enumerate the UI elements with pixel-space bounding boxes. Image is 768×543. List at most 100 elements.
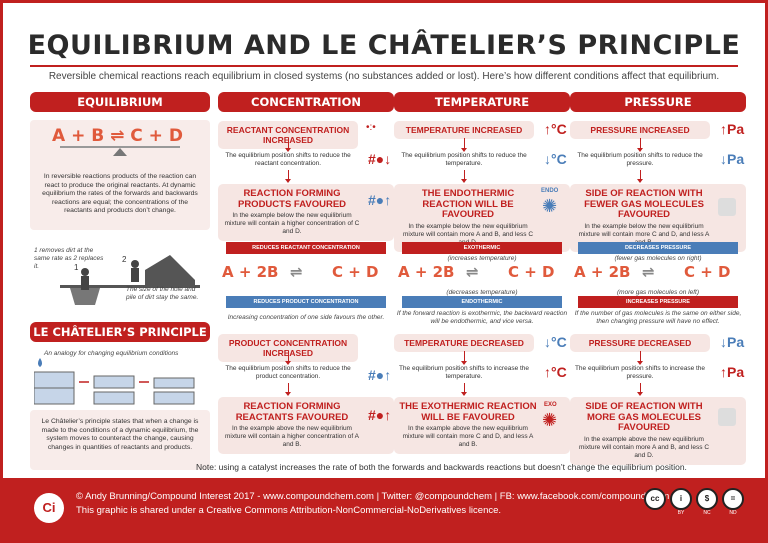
temperature-column: TEMPERATURE TEMPERATURE INCREASED The eq… [394,92,570,454]
concentration-column: CONCENTRATION REACTANT CONCENTRATION INC… [218,92,394,454]
endo-label: ENDO [541,188,559,194]
down-arrow-icon [461,170,467,183]
exothermic-sun-icon: ✺ [542,410,558,430]
products-favoured-description: In the example below the new equilibrium… [224,212,360,235]
pressure-decreased-label: PRESSURE DECREASED [570,334,710,352]
concentration-note: Increasing concentration of one side fav… [227,314,385,321]
pressure-down-icon: ↓Pa [720,151,745,167]
equilibrium-arrows-icon: ⇌ [290,263,303,281]
equilibrium-equation: A + B ⇌ C + D [52,126,183,146]
cc-by-label: BY [677,510,685,516]
tanks-analogy-illustration [34,358,195,405]
balance-icon [113,148,127,156]
down-arrow-icon [461,383,467,396]
down-arrow-icon [637,383,643,396]
equilibrium-header: EQUILIBRIUM [30,92,210,112]
cc-nc-label: NC [703,510,711,516]
pressure-up-icon: ↑Pa [720,364,745,380]
pressure-column: PRESSURE PRESSURE INCREASED The equilibr… [570,92,746,465]
pressure-down-icon: ↓Pa [720,334,745,350]
temperature-unit: °C [551,334,567,350]
concentration-down-icon: #●↑ [368,367,392,383]
more-molecules-favoured-panel: SIDE OF REACTION WITH MORE GAS MOLECULES… [570,397,746,465]
footer-bar [3,478,765,540]
decreases-pressure-banner: DECREASES PRESSURE [578,242,738,254]
products-favoured-title: REACTION FORMING PRODUCTS FAVOURED [237,188,347,210]
exothermic-subtitle: (increases temperature) [447,255,517,262]
equilibrium-arrows-icon: ⇌ [642,263,655,281]
pressure-up-icon: ↑Pa [720,121,745,137]
cc-nd-badge: =ND [722,488,744,516]
concentration-eq-right: C + D [332,263,379,281]
pressure-unit: Pa [727,334,745,350]
equilibrium-column: EQUILIBRIUM [30,92,210,112]
temperature-up-icon: ↑°C [544,364,567,380]
pressure-increased-description: The equilibrium position shifts to reduc… [577,152,703,167]
figure-label-1: 1 [74,263,79,272]
lechatelier-column: LE CHÂTELIER’S PRINCIPLE [30,322,210,342]
down-arrow-icon [637,170,643,183]
lechatelier-description: Le Châtelier’s principle states that whe… [41,418,199,451]
temperature-note: If the forward reaction is exothermic, t… [396,310,568,325]
cc-nd-icon: = [722,488,744,510]
more-molecules-favoured-description: In the example above the new equilibrium… [578,435,710,459]
title-divider [30,65,738,67]
pressure-eq-left: A + 2B [574,263,631,281]
temperature-header: TEMPERATURE [394,92,570,112]
exothermic-favoured-title: THE EXOTHERMIC REACTION WILL BE FAVOURED [399,401,537,423]
pressure-decreased-description: The equilibrium position shifts to incre… [574,365,706,380]
product-increased-description: The equilibrium position shifts to reduc… [225,365,351,380]
pressure-unit: Pa [727,364,745,380]
compound-interest-logo: Ci [34,493,64,523]
more-molecules-favoured-title: SIDE OF REACTION WITH MORE GAS MOLECULES… [585,401,703,433]
pressure-note: If the number of gas molecules is the sa… [574,310,742,325]
temperature-decreased-description: The equilibrium position shifts to incre… [398,365,530,380]
reactants-favoured-description: In the example above the new equilibrium… [224,425,360,448]
lechatelier-caption: An analogy for changing equilibrium cond… [44,350,179,357]
temperature-decreased-label: TEMPERATURE DECREASED [394,334,534,352]
gas-container-icon [718,198,736,216]
reactants-favoured-panel: REACTION FORMING REACTANTS FAVOURED In t… [218,397,394,454]
temperature-increased-label: TEMPERATURE INCREASED [394,121,534,139]
increases-pressure-banner: INCREASES PRESSURE [578,296,738,308]
pressure-unit: Pa [727,151,745,167]
temperature-down-icon: ↓°C [544,334,567,350]
temperature-eq-left: A + 2B [398,263,455,281]
pressure-unit: Pa [727,121,745,137]
exothermic-favoured-description: In the example above the new equilibrium… [402,425,534,448]
concentration-eq-left: A + 2B [222,263,279,281]
equilibrium-panel [30,120,210,230]
backward-arrow-banner: REDUCES PRODUCT CONCENTRATION [226,296,386,308]
cc-nd-label: ND [729,510,737,516]
cc-by-icon: i [670,488,692,510]
down-arrow-icon [637,351,643,365]
down-arrow-icon [637,138,643,152]
endothermic-favoured-panel: THE ENDOTHERMIC REACTION WILL BE FAVOURE… [394,184,570,252]
molecules-icon: •:• [366,122,376,133]
balance-beam-icon [60,146,180,148]
catalyst-note: Note: using a catalyst increases the rat… [196,462,687,472]
increases-pressure-subtitle: (more gas molecules on left) [616,289,699,296]
concentration-down-icon: #●↑ [368,192,392,208]
down-arrow-icon [461,351,467,365]
down-arrow-icon [285,170,291,183]
concentration-up-icon: #●↓ [368,151,392,167]
page-title: EQUILIBRIUM AND LE CHÂTELIER’S PRINCIPLE [27,30,741,61]
digging-analogy-illustration: 1 2 [60,255,200,305]
temperature-unit: °C [551,364,567,380]
cc-icon: cc [644,488,666,510]
equilibrium-analogy-note-1: 1 removes dirt at the same rate as 2 rep… [34,247,104,270]
reactant-increased-description: The equilibrium position shifts to reduc… [225,152,351,167]
endothermic-subtitle: (decreases temperature) [446,289,518,296]
pressure-eq-right: C + D [684,263,731,281]
temperature-up-icon: ↑°C [544,121,567,137]
endothermic-arrow-banner: ENDOTHERMIC [402,296,562,308]
fewer-molecules-favoured-panel: SIDE OF REACTION WITH FEWER GAS MOLECULE… [570,184,746,252]
reactants-favoured-title: REACTION FORMING REACTANTS FAVOURED [235,401,349,423]
footer-credits: © Andy Brunning/Compound Interest 2017 -… [76,491,670,502]
concentration-header: CONCENTRATION [218,92,394,112]
footer-licence: This graphic is shared under a Creative … [76,505,502,516]
decreases-pressure-subtitle: (fewer gas molecules on right) [614,255,702,262]
